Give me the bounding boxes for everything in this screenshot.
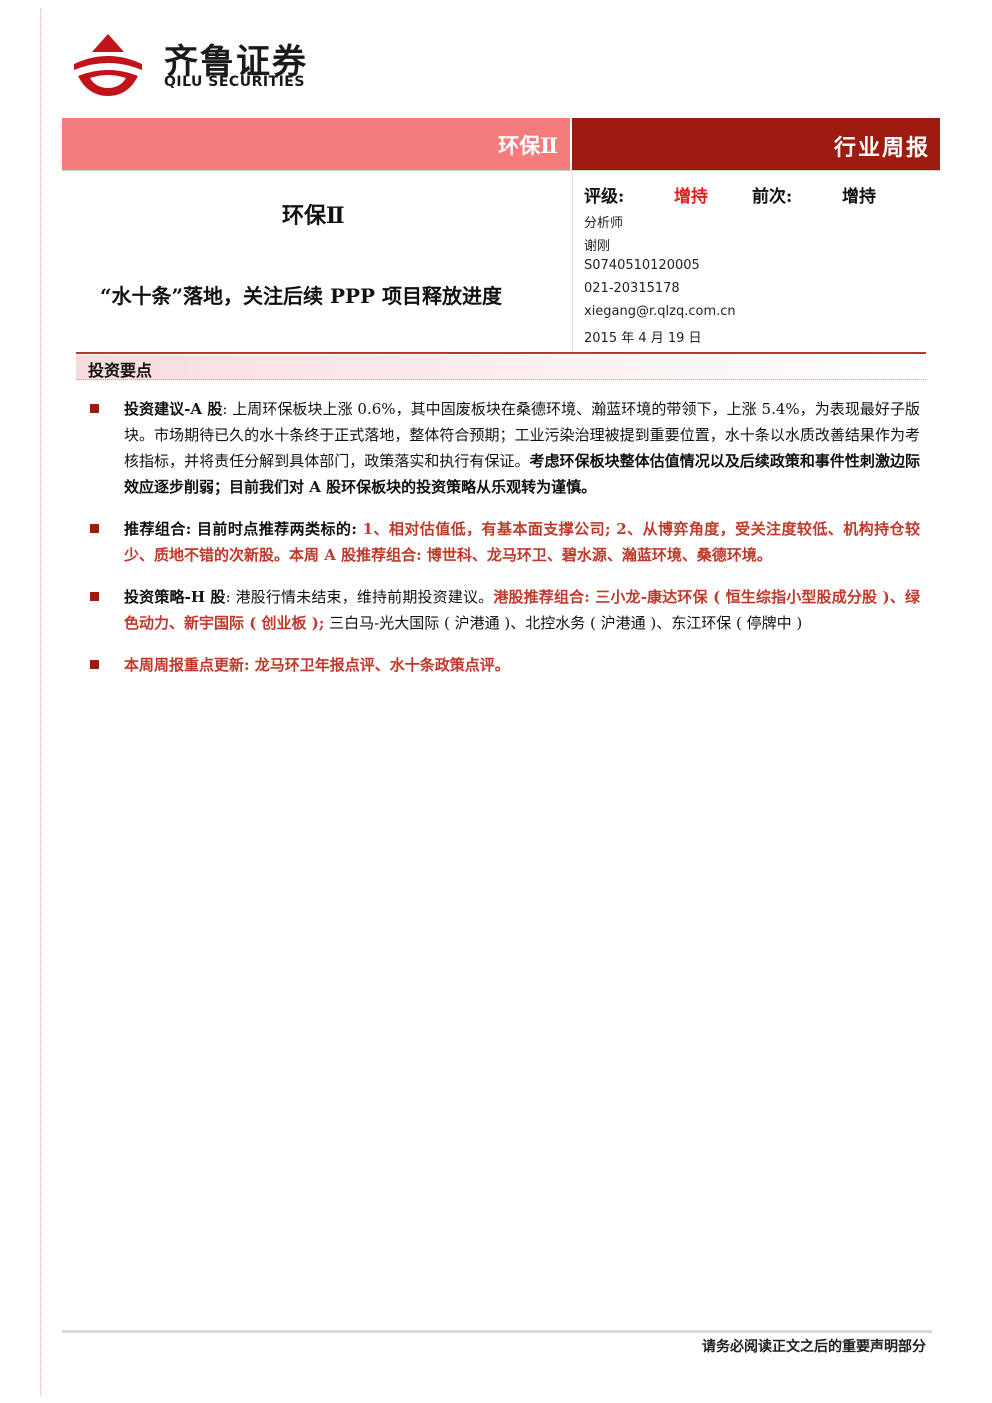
- sector-band: 环保Ⅱ: [62, 118, 570, 170]
- rating-label: 评级:: [584, 187, 625, 207]
- section-title: 投资要点: [88, 361, 153, 380]
- analyst-phone: 021-20315178: [584, 281, 680, 296]
- page-edge-line: [40, 8, 41, 1395]
- bullet-square-icon: [90, 404, 99, 413]
- section-header: 投资要点: [76, 355, 926, 380]
- analyst-role: 分析师: [584, 216, 624, 231]
- list-item: 投资策略-H 股: 港股行情未结束，维持前期投资建议。港股推荐组合: 三小龙-康…: [90, 584, 920, 636]
- header-divider: [62, 170, 940, 171]
- footer-disclaimer: 请务必阅读正文之后的重要声明部分: [702, 1339, 926, 1355]
- band-sector-label: 环保Ⅱ: [498, 133, 558, 158]
- bullet-square-icon: [90, 524, 99, 533]
- bullet-bold-text: 考虑环保板块整体估值情况以及后续政策和事件性刺激边际效应逐步削弱；目前我们对 A…: [124, 452, 920, 496]
- logo-chinese-text: 齐鲁证券: [164, 42, 308, 82]
- rating-row: 评级: 增持 前次: 增持: [584, 182, 924, 207]
- bullet-red-text: 港股推荐组合: 三小龙-康达环保 ( 恒生综指小型股成分股 )、绿色动力、新宇国…: [124, 588, 921, 632]
- report-type-band: 行业周报: [572, 118, 940, 170]
- analyst-license: S0740510120005: [584, 258, 700, 273]
- bullet-red-text: 本周周报重点更新: 龙马环卫年报点评、水十条政策点评。: [124, 656, 510, 674]
- bullet-label: 投资策略-H 股: [124, 588, 226, 606]
- bullet-square-icon: [90, 592, 99, 601]
- list-item: 推荐组合: 目前时点推荐两类标的: 1、相对估值低，有基本面支撑公司; 2、从博…: [90, 516, 920, 568]
- list-item: 投资建议-A 股: 上周环保板块上涨 0.6%，其中固废板块在桑德环境、瀚蓝环境…: [90, 396, 920, 500]
- previous-rating-label: 前次:: [752, 187, 793, 207]
- previous-rating-value: 增持: [842, 187, 876, 207]
- list-item: 本周周报重点更新: 龙马环卫年报点评、水十条政策点评。: [90, 652, 920, 678]
- bullet-text: : 目前时点推荐两类标的:: [185, 520, 363, 538]
- section-top-line: [76, 352, 926, 354]
- band-report-type: 行业周报: [833, 135, 930, 161]
- key-points-list: 投资建议-A 股: 上周环保板块上涨 0.6%，其中固废板块在桑德环境、瀚蓝环境…: [90, 396, 920, 694]
- rating-value: 增持: [674, 187, 708, 207]
- company-logo: 齐鲁证券 QILU SECURITIES: [68, 30, 318, 100]
- analyst-name: 谢刚: [584, 239, 611, 254]
- report-date: 2015 年 4 月 19 日: [584, 331, 702, 346]
- report-headline: “水十条”落地，关注后续 PPP 项目释放进度: [100, 284, 503, 308]
- bullet-text: : 上周环保板块上涨 0.6%，其中固废板块在桑德环境、瀚蓝环境的带领下，上涨 …: [124, 400, 921, 470]
- bullet-square-icon: [90, 660, 99, 669]
- logo-english-text: QILU SECURITIES: [164, 74, 305, 90]
- bullet-label: 投资建议-A 股: [124, 400, 223, 418]
- bullet-text-continued: 三白马-光大国际 ( 沪港通 )、北控水务 ( 沪港通 )、东江环保 ( 停牌中…: [324, 614, 803, 632]
- analyst-email[interactable]: xiegang@r.qlzq.com.cn: [584, 304, 736, 319]
- bullet-text: : 港股行情未结束，维持前期投资建议。: [225, 588, 494, 606]
- bullet-red-text: 1、相对估值低，有基本面支撑公司; 2、从博弈角度，受关注度较低、机构持仓较少、…: [124, 520, 920, 564]
- sector-title: 环保Ⅱ: [282, 203, 345, 229]
- qilu-logo-icon: [74, 34, 142, 96]
- bullet-label: 推荐组合: [124, 520, 186, 538]
- column-separator: [572, 172, 573, 352]
- footer-divider: [62, 1330, 932, 1333]
